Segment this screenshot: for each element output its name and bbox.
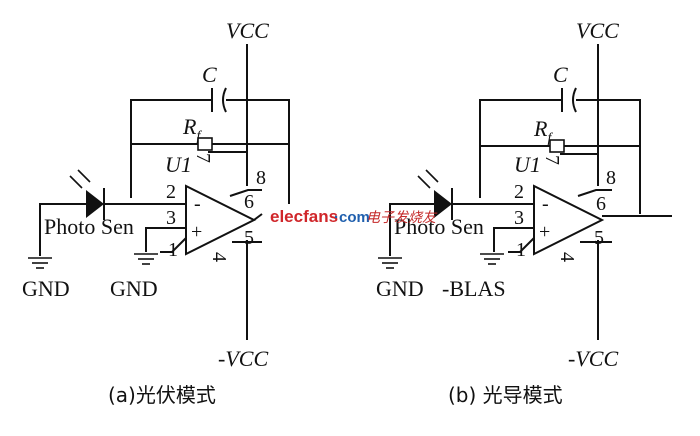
pin6-wire: [253, 213, 263, 221]
pin8-wire: [577, 189, 612, 197]
watermark-site: elecfans: [270, 207, 338, 226]
watermark-cn: 电子发烧友: [366, 210, 438, 226]
capacitor-label: C: [553, 62, 568, 87]
light-arrow-1: [69, 175, 83, 189]
pin2-label: 2: [166, 181, 176, 203]
light-arrow-2: [425, 169, 439, 183]
neg-vcc-label: -VCC: [568, 346, 618, 371]
opamp-triangle: [533, 184, 605, 256]
capacitor-plate-2: [572, 87, 577, 113]
neg-vcc-label: -VCC: [218, 346, 268, 371]
plus-label: +: [191, 221, 202, 243]
sensor-ground-wire: [389, 203, 434, 256]
light-arrow-2: [77, 169, 91, 183]
gnd-label-mid: GND: [110, 276, 158, 301]
opamp-triangle: [185, 184, 257, 256]
pin3-label: 3: [514, 207, 524, 229]
caption-a: (a)光伏模式: [108, 383, 216, 407]
photodiode-symbol: [434, 190, 452, 218]
sensor-label: Photo Sen: [44, 214, 134, 239]
watermark: elecfans ·com 电子发烧友: [270, 207, 438, 226]
noninverting-input-wire: [493, 227, 534, 252]
photodiode-symbol: [86, 190, 104, 218]
cap-wire-right: [226, 99, 290, 204]
cap-wire-left: [130, 99, 212, 198]
pin1-wire: [508, 237, 535, 253]
pin8-label: 8: [256, 167, 266, 189]
opamp-label: U1: [514, 152, 541, 177]
gnd-symbol-left: [28, 257, 52, 269]
gnd-symbol-left: [378, 257, 402, 269]
pin4-label: 4: [208, 252, 230, 262]
pin6-label: 6: [244, 191, 254, 213]
light-arrow-1: [417, 175, 431, 189]
pin5-label: 5: [594, 227, 604, 249]
cap-wire-right: [576, 99, 641, 214]
resistor-label: Rf: [533, 116, 553, 146]
pin8-wire: [229, 189, 262, 197]
pin6-label: 6: [596, 193, 606, 215]
resistor-label: Rf: [182, 114, 202, 144]
pin1-label: 1: [168, 239, 178, 261]
gnd-label-left: GND: [376, 276, 424, 301]
capacitor-label: C: [202, 62, 217, 87]
pin1-wire: [160, 237, 187, 253]
gnd-symbol-mid: [134, 253, 158, 265]
capacitor-plate-2: [222, 87, 227, 113]
pin2-label: 2: [514, 181, 524, 203]
vcc-label: VCC: [226, 18, 269, 43]
pin5-label: 5: [244, 227, 254, 249]
bias-label: -BLAS: [442, 276, 506, 301]
vcc-label: VCC: [576, 18, 619, 43]
pin8-label: 8: [606, 167, 616, 189]
minus-label: -: [194, 193, 201, 215]
minus-label: -: [542, 193, 549, 215]
pin7-label: 7: [541, 155, 563, 165]
circuit-photovoltaic-mode: VCC C Rf U1 7 - + 2 3 1 8 6 5: [22, 18, 290, 407]
circuit-photoconductive-mode: VCC C Rf U1 7 - + 2 3 1 8 6 5 4 -VCC: [376, 18, 672, 407]
gnd-label-left: GND: [22, 276, 70, 301]
bias-symbol: [480, 253, 504, 265]
watermark-domain: ·com: [334, 209, 370, 226]
caption-b: (b) 光导模式: [448, 383, 563, 407]
cap-wire-left: [479, 99, 562, 198]
pin4-label: 4: [556, 252, 578, 262]
sensor-ground-wire: [39, 203, 86, 256]
pin7-label: 7: [192, 153, 214, 163]
noninverting-input-wire: [145, 227, 186, 252]
pin3-label: 3: [166, 207, 176, 229]
opamp-label: U1: [165, 152, 192, 177]
resistor-rf: [549, 139, 565, 153]
pin1-label: 1: [516, 239, 526, 261]
plus-label: +: [539, 221, 550, 243]
sensor-label: Photo Sen: [394, 214, 484, 239]
